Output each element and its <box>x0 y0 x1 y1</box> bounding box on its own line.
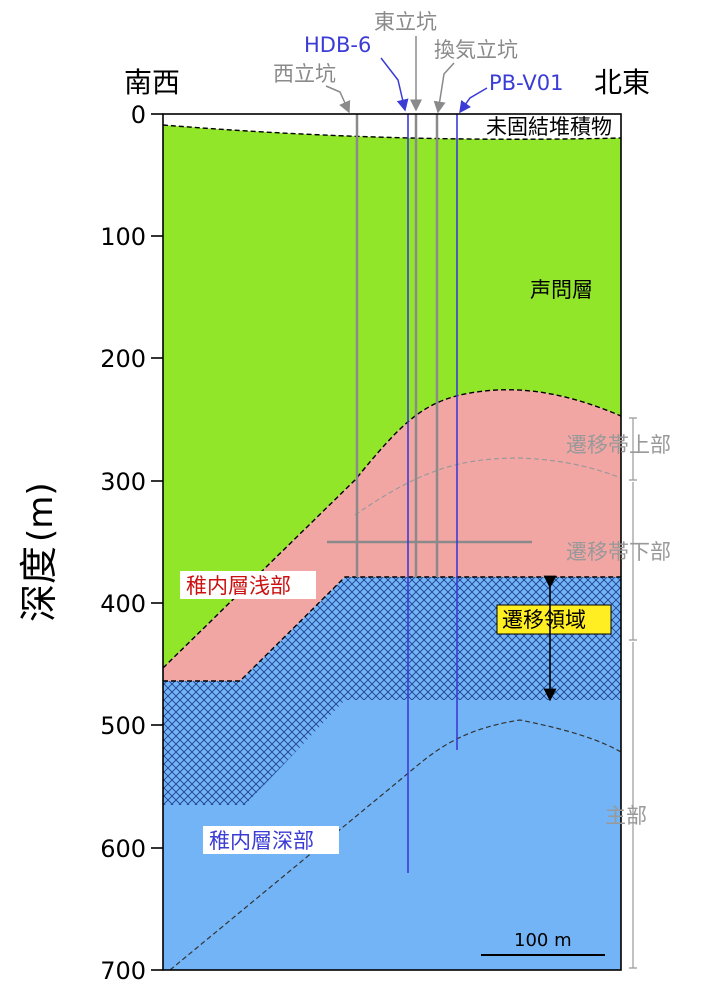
wakkanai-shallow-label: 稚内層浅部 <box>186 574 291 598</box>
west-shaft-label: 西立坑 <box>273 62 336 86</box>
transition-domain-label: 遷移領域 <box>502 608 586 632</box>
y-tick-label: 600 <box>100 835 146 863</box>
y-tick-label: 0 <box>131 101 146 129</box>
direction-southwest: 南西 <box>124 66 180 99</box>
zone-labels: 遷移帯上部 遷移帯下部 主部 <box>566 433 671 828</box>
shallow-label-box <box>180 571 316 599</box>
y-axis-unit: (m) <box>21 482 61 542</box>
boundary-transition-lower-zone <box>169 719 622 971</box>
boundary-transition-upper-zone <box>354 457 622 516</box>
pbv01-leader <box>459 87 488 114</box>
section-frame <box>162 113 622 971</box>
hdb6-label: HDB-6 <box>304 33 371 57</box>
wakkanai-deep-label: 稚内層深部 <box>209 829 314 853</box>
zone-brackets <box>629 417 637 969</box>
y-tick-label: 700 <box>100 957 146 985</box>
y-tick-label: 300 <box>100 468 146 496</box>
west-shaft-leader <box>325 85 351 114</box>
y-tick-label: 200 <box>100 345 146 373</box>
boundary-shallow-base <box>163 576 621 682</box>
boundary-unconsolidated <box>162 124 622 140</box>
shafts-and-boreholes <box>327 114 532 873</box>
y-tick-label: 100 <box>100 223 146 251</box>
shaft-labels: 西立坑 東立坑 換気立坑 HDB-6 PB-V01 <box>273 10 564 114</box>
layer-koetoi <box>163 125 621 668</box>
bracket-ticks <box>629 417 637 969</box>
boundary-koetoi-base <box>162 389 622 669</box>
y-tick-labels: 0 100 200 300 400 500 600 700 <box>100 101 146 985</box>
y-axis-label: 深度 <box>17 546 61 622</box>
lower-zone-label: 遷移帯下部 <box>566 540 671 564</box>
hdb6-leader <box>380 57 409 112</box>
axis: 0 100 200 300 400 500 600 700 深度 (m) <box>17 101 622 985</box>
deep-label-box <box>203 826 339 854</box>
koetoi-label: 声問層 <box>530 278 593 302</box>
direction-northeast: 北東 <box>594 66 650 99</box>
scale-bar: 100 m <box>481 930 605 956</box>
scale-bar-label: 100 m <box>514 930 572 951</box>
y-ticks <box>151 113 163 971</box>
upper-zone-label: 遷移帯上部 <box>566 433 671 457</box>
y-tick-label: 400 <box>100 590 146 618</box>
main-zone-label: 主部 <box>605 804 647 828</box>
y-axis-title: 深度 (m) <box>17 482 61 622</box>
y-tick-label: 500 <box>100 712 146 740</box>
pbv01-label: PB-V01 <box>489 71 564 95</box>
ventilation-shaft-label: 換気立坑 <box>434 38 518 62</box>
unconsolidated-label: 未固結堆積物 <box>486 115 612 139</box>
layer-fills <box>163 114 621 970</box>
ventilation-shaft-leader <box>433 62 455 114</box>
east-shaft-label: 東立坑 <box>374 10 437 34</box>
boundary-lines <box>162 124 622 971</box>
layer-wakkanai-shallow <box>163 389 621 681</box>
